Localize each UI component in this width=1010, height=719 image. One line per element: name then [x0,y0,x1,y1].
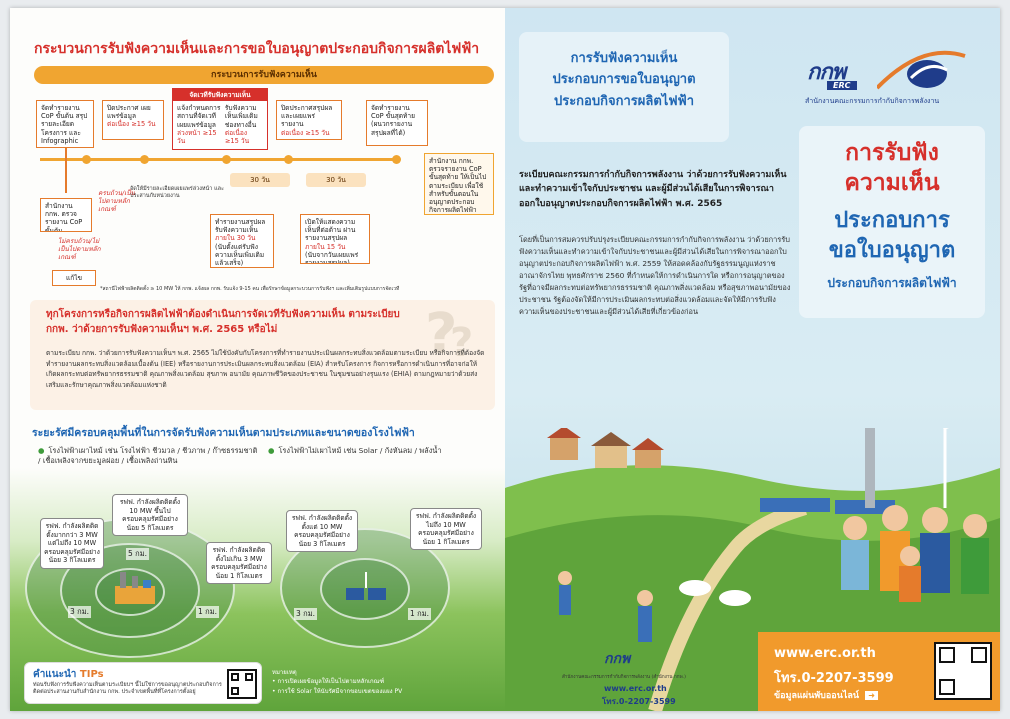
question-mark-icon: ? [450,320,474,366]
logo-swoosh [877,50,966,90]
tips-box: คำแนะนำ TIPs ท่อนรับฟังการรับฟังความเห็น… [24,662,262,704]
arrow-right-icon: ➜ [865,691,878,700]
step-hearing: จัดเวทีรับฟังความเห็น แจ้งกำหนดการ สถานท… [172,88,268,150]
faq-box: ? ? ทุกโครงการหรือกิจการผลิตไฟฟ้าต้องดำเ… [30,300,495,410]
step-erc-check-final: สำนักงาน กกพ. ตรวจรายงาน CoP ขั้นสุดท้าย… [424,153,494,215]
faq-body: ตามระเบียบ กกพ. ว่าด้วยการรับฟังความเห็น… [46,349,485,389]
step-fix: แก้ไข [52,270,96,286]
callout-10mw-nc: รฟฟ. กำลังผลิตติดตั้งตั้งแต่ 10 MW ครอบค… [286,510,358,553]
distance-label: 5 กม. [126,548,150,560]
distance-label: 3 กม. [294,608,318,620]
radius-title: ระยะรัศมีครอบคลุมพื้นที่ในการจัดรับฟังคว… [32,427,415,439]
right-panel: การรับฟังความเห็น ประกอบการขอใบอนุญาต ปร… [505,8,1000,711]
callout-under-10mw-nc: รฟฟ. กำลังผลิตติดตั้งไม่ถึง 10 MW ครอบคล… [410,508,482,551]
radius-scene: รฟฟ. กำลังผลิตติดตั้งมากกว่า 3 MW แต่ไม่… [10,468,505,711]
step-summary: ปิดประกาศสรุปผล และเผยแพร่รายงาน ต่อเนื่… [276,100,342,140]
tips-title: คำแนะนำ TIPs [33,669,104,680]
distance-label: 1 กม. [408,608,432,620]
cover-title-card: การรับฟัง ความเห็น ประกอบการ ขอใบอนุญาต … [799,126,985,318]
timeline [40,155,401,164]
inner-title-card: การรับฟังความเห็น ประกอบการขอใบอนุญาต ปร… [519,32,729,142]
bullet-non-combustion: ●โรงไฟฟ้าไม่เผาไหม้ เช่น Solar / กังหันล… [268,446,442,455]
callout-10mw-up: รฟฟ. กำลังผลิตติดตั้ง 10 MW ขึ้นไป ครอบค… [112,494,188,537]
footer-logo: กกพ สำนักงานคณะกรรมการกำกับกิจการพลังงาน… [562,651,686,706]
timeline-dot [392,155,401,164]
step-publish: ปิดประกาศ เผยแพร่ข้อมูล ต่อเนื่อง ≥15 วั… [102,100,164,140]
distance-label: 1 กม. [196,606,220,618]
flow-arrow [65,148,67,193]
process-title: กระบวนการรับฟังความเห็นและการขอใบอนุญาตป… [34,41,480,57]
regulation-body: โดยที่เป็นการสมควรปรับปรุงระเบียบคณะกรรม… [519,235,791,316]
tips-body: ท่อนรับฟังการรับฟังความเห็นตามระเบียบฯ น… [33,682,222,696]
timeline-dot [82,155,91,164]
solar-farm-icon [346,572,386,600]
cover-title-line5: ประกอบกิจการผลิตไฟฟ้า [827,276,957,290]
fail-note: ไม่ครบถ้วน/ไม่เป็นไปตามหลักเกณฑ์ [58,237,101,261]
callout-under-3mw: รฟฟ. กำลังผลิตติดตั้งไม่เกิน 3 MW ครอบคล… [206,542,272,585]
step-cop-final: จัดทำรายงาน CoP ขั้นสุดท้าย (ผนวกรายงานส… [366,100,428,146]
days-label-1: 30 วัน [230,173,290,187]
faq-title: ทุกโครงการหรือกิจการผลิตไฟฟ้าต้องดำเนินก… [46,309,400,335]
step-erc-check-initial: สำนักงาน กกพ. ตรวจรายงาน CoP ขั้นต้น [40,198,92,232]
bullet-dot: ● [38,446,45,455]
days-label-2: 30 วัน [306,173,366,187]
timeline-dot [284,155,293,164]
flow-bar: กระบวนการรับฟังความเห็น [34,66,494,84]
website-link[interactable]: www.erc.or.th [774,646,876,661]
callout-3mw-10mw: รฟฟ. กำลังผลิตติดตั้งมากกว่า 3 MW แต่ไม่… [40,518,104,569]
bullet-dot: ● [268,446,275,455]
phone-number: โทร.0-2207-3599 [774,671,894,686]
regulation-title: ระเบียบคณะกรรมการกำกับกิจการพลังงาน ว่าด… [519,170,787,209]
step-cop-initial: จัดทำรายงาน CoP ขั้นต้น สรุปรายละเอียดโค… [36,100,94,148]
pass-note: ครบถ้วน/เป็นไปตามหลักเกณฑ์ [98,189,135,213]
inner-title: การรับฟังความเห็น ประกอบการขอใบอนุญาต ปร… [552,51,696,109]
mid-note: จัดให้มีรายละเอียดเผยแพร่ล่วงหน้า และประ… [130,186,224,199]
remark: หมายเหตุ • การเปิดเผยข้อมูลให้เป็นไปตามห… [272,669,403,695]
qr-code-icon[interactable] [227,669,257,699]
cover-title-line3: ประกอบการ [834,208,950,233]
erc-logo-icon: กกพ ERC สำนักงานคณะกรรมการกำกับกิจการพลั… [785,48,985,110]
contact-box: www.erc.or.th โทร.0-2207-3599 ข้อมูลแผ่น… [758,632,1000,711]
qr-code-icon[interactable] [934,642,992,700]
footnote: *สถานีไฟฟ้าผลิตติดตั้ง ≥ 10 MW ให้ กกพ. … [100,286,400,292]
timeline-dot [140,155,149,164]
bullet-combustion: ●โรงไฟฟ้าเผาไหม้ เช่น โรงไฟฟ้า ชีวมวล / … [38,446,258,466]
step-objection: เปิดให้แสดงความเห็นที่ต่อต้าน ผ่านรายงาน… [300,214,370,264]
step-report-summary: ทำรายงานสรุปผลรับฟังความเห็น ภายใน 30 วั… [210,214,274,268]
brochure-sheet: กระบวนการรับฟังความเห็นและการขอใบอนุญาตป… [10,8,1000,711]
cover-title-line1: การรับฟัง [845,140,939,166]
power-plant-icon [115,572,155,604]
distance-label: 3 กม. [68,606,92,618]
radius-ring-1km-b [320,558,410,620]
question-mark-icon: ? [425,302,458,367]
cover-title-line2: ความเห็น [844,170,940,196]
timeline-dot [222,155,231,164]
left-panel: กระบวนการรับฟังความเห็นและการขอใบอนุญาตป… [10,8,505,711]
cover-title-line4: ขอใบอนุญาต [828,238,956,263]
online-brochure-link[interactable]: ข้อมูลแผ่นพับออนไลน์ ➜ [774,688,878,702]
